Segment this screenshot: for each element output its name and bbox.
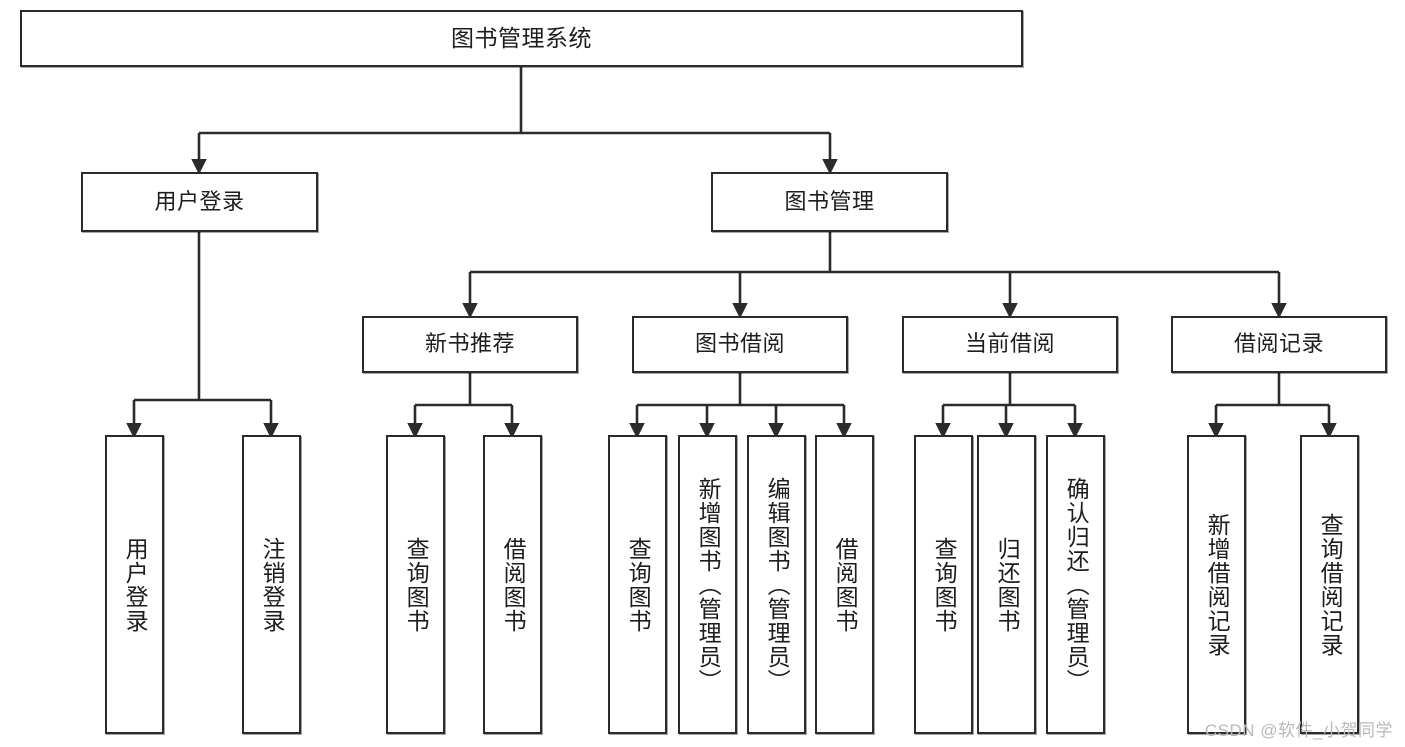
node-borrow-record-label: 借阅记录 <box>1233 331 1324 357</box>
node-leaf-edit-book[interactable]: 编辑图书（管理员） <box>747 435 806 734</box>
node-leaf-borrow-book-2[interactable]: 借阅图书 <box>815 435 874 734</box>
node-leaf-confirm-return-label: 确认归还（管理员） <box>1063 476 1090 693</box>
node-borrow-record[interactable]: 借阅记录 <box>1171 316 1387 373</box>
node-leaf-return-book[interactable]: 归还图书 <box>977 435 1036 734</box>
node-leaf-query-book-3-label: 查询图书 <box>931 536 958 633</box>
node-leaf-add-book[interactable]: 新增图书（管理员） <box>678 435 737 734</box>
node-leaf-query-book-3[interactable]: 查询图书 <box>914 435 973 734</box>
node-leaf-query-record-label: 查询借阅记录 <box>1317 512 1344 657</box>
node-leaf-add-book-label: 新增图书（管理员） <box>695 476 722 693</box>
node-leaf-add-record-label: 新增借阅记录 <box>1204 512 1231 657</box>
node-new-book-recommend-label: 新书推荐 <box>424 331 515 357</box>
node-leaf-user-login-label: 用户登录 <box>122 536 149 633</box>
node-root[interactable]: 图书管理系统 <box>20 10 1023 67</box>
node-leaf-query-book-1[interactable]: 查询图书 <box>386 435 445 734</box>
node-current-borrow[interactable]: 当前借阅 <box>902 316 1118 373</box>
node-leaf-query-book-2[interactable]: 查询图书 <box>608 435 667 734</box>
watermark: CSDN @软件_小贺同学 <box>1204 721 1393 740</box>
node-leaf-logout[interactable]: 注销登录 <box>242 435 301 734</box>
node-new-book-recommend[interactable]: 新书推荐 <box>362 316 578 373</box>
node-root-label: 图书管理系统 <box>451 24 592 51</box>
node-leaf-confirm-return[interactable]: 确认归还（管理员） <box>1046 435 1105 734</box>
node-user-login[interactable]: 用户登录 <box>81 172 318 232</box>
node-leaf-return-book-label: 归还图书 <box>994 536 1021 633</box>
node-leaf-query-book-2-label: 查询图书 <box>625 536 652 633</box>
node-current-borrow-label: 当前借阅 <box>964 331 1055 357</box>
node-leaf-user-login[interactable]: 用户登录 <box>105 435 164 734</box>
node-leaf-borrow-book-2-label: 借阅图书 <box>832 536 859 633</box>
node-leaf-borrow-book-1[interactable]: 借阅图书 <box>483 435 542 734</box>
node-book-borrow-label: 图书借阅 <box>694 331 785 357</box>
node-leaf-query-book-1-label: 查询图书 <box>403 536 430 633</box>
node-leaf-query-record[interactable]: 查询借阅记录 <box>1300 435 1359 734</box>
node-leaf-borrow-book-1-label: 借阅图书 <box>500 536 527 633</box>
node-book-manage[interactable]: 图书管理 <box>711 172 948 232</box>
node-book-borrow[interactable]: 图书借阅 <box>632 316 848 373</box>
node-leaf-edit-book-label: 编辑图书（管理员） <box>764 476 791 693</box>
node-book-manage-label: 图书管理 <box>784 188 875 214</box>
node-user-login-label: 用户登录 <box>154 188 245 214</box>
node-leaf-add-record[interactable]: 新增借阅记录 <box>1187 435 1246 734</box>
node-leaf-logout-label: 注销登录 <box>259 536 286 633</box>
